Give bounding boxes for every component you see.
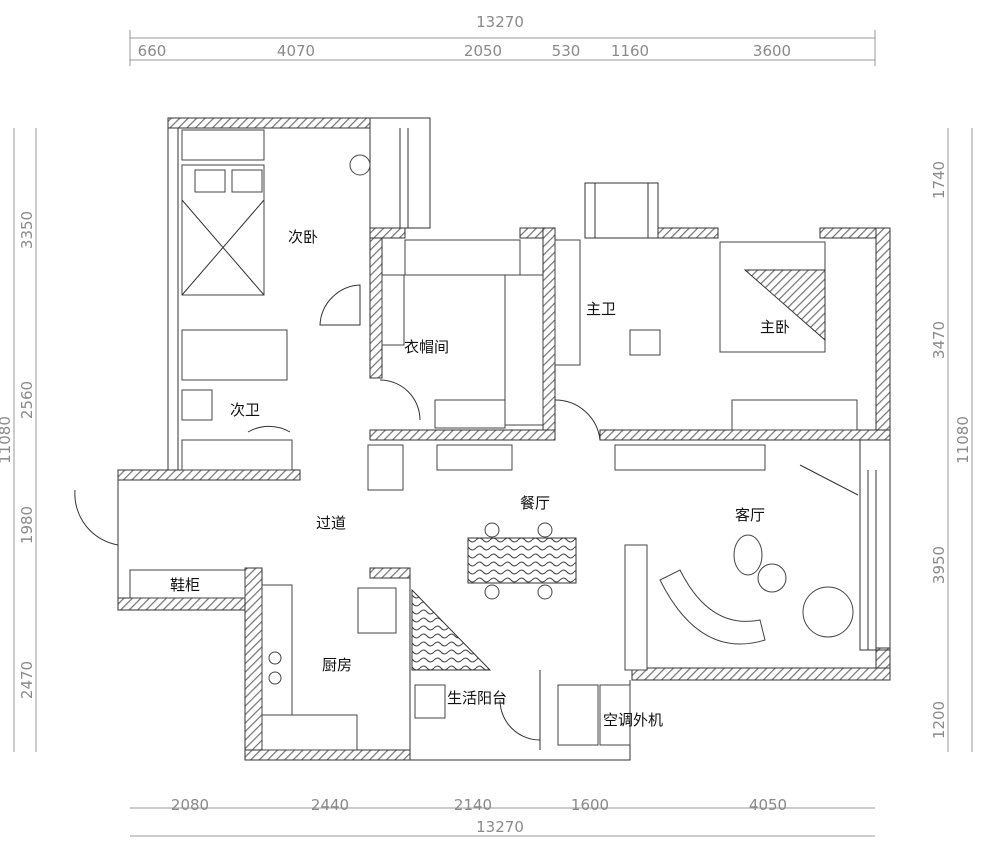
dim-bottom: 4050 xyxy=(749,796,787,814)
fridge xyxy=(357,587,397,634)
master-wardrobe xyxy=(731,399,858,431)
dim-right-total: 11080 xyxy=(954,416,972,464)
dim-left: 2470 xyxy=(18,661,36,699)
chair xyxy=(349,154,371,176)
dining-cabinet xyxy=(436,444,513,471)
room-label-second-bedroom: 次卧 xyxy=(288,228,318,246)
room-label-living: 客厅 xyxy=(735,506,765,524)
dim-bottom: 2080 xyxy=(171,796,209,814)
windows xyxy=(117,117,891,761)
room-label-master-bath: 主卫 xyxy=(586,300,616,318)
master-toilet xyxy=(629,329,661,356)
room-label-dining: 餐厅 xyxy=(520,494,550,512)
left-dimensions: 3350 2560 1980 2470 11080 xyxy=(0,211,36,699)
kitchen-counter-bottom xyxy=(261,714,358,751)
furniture xyxy=(129,129,859,751)
shoe-cabinet xyxy=(129,569,246,599)
dim-top: 1160 xyxy=(611,42,649,60)
room-label-utility-balcony: 生活阳台 xyxy=(447,689,507,707)
sideboard xyxy=(624,544,648,671)
dim-right: 1740 xyxy=(930,161,948,199)
dim-top: 3600 xyxy=(753,42,791,60)
toilet xyxy=(181,389,213,421)
closet-cabinet-top xyxy=(404,239,521,276)
dim-right: 3950 xyxy=(930,546,948,584)
room-label-master-bedroom: 主卧 xyxy=(760,318,790,336)
dim-bottom: 1600 xyxy=(571,796,609,814)
dimension-lines xyxy=(13,30,973,837)
shower xyxy=(181,329,288,381)
dim-left-total: 11080 xyxy=(0,416,14,464)
kitchen-counter-left xyxy=(261,584,293,716)
dim-top-total: 13270 xyxy=(476,13,524,31)
room-label-ac-unit: 空调外机 xyxy=(603,711,663,729)
doors xyxy=(74,284,601,741)
dim-right: 3470 xyxy=(930,321,948,359)
dim-left: 2560 xyxy=(18,381,36,419)
dim-bottom-total: 13270 xyxy=(476,818,524,836)
dim-top: 4070 xyxy=(277,42,315,60)
dim-bottom: 2140 xyxy=(454,796,492,814)
dim-bottom: 2440 xyxy=(311,796,349,814)
dim-top: 660 xyxy=(138,42,167,60)
bathtub xyxy=(181,439,293,471)
dim-top: 2050 xyxy=(464,42,502,60)
sofa xyxy=(659,569,766,645)
bottom-dimensions: 2080 2440 2140 1600 4050 13270 xyxy=(171,796,787,836)
closet-cabinet-bottom xyxy=(434,399,506,429)
right-dimensions: 1740 3470 3950 1200 11080 xyxy=(930,161,972,739)
top-dimensions: 13270 660 4070 2050 530 1160 3600 xyxy=(138,13,791,60)
vanity xyxy=(554,239,581,366)
washer xyxy=(414,684,446,719)
room-label-corridor: 过道 xyxy=(316,514,346,532)
dim-left: 3350 xyxy=(18,211,36,249)
cabinet xyxy=(367,444,404,491)
ac-unit xyxy=(557,684,599,746)
dim-left: 1980 xyxy=(18,506,36,544)
room-label-shoe-cabinet: 鞋柜 xyxy=(170,576,200,594)
dining-table xyxy=(467,537,577,584)
room-label-kitchen: 厨房 xyxy=(322,656,352,674)
tv-cabinet xyxy=(614,444,766,471)
closet-cabinet-left xyxy=(381,274,405,346)
room-label-second-bath: 次卫 xyxy=(230,401,260,419)
closet-cabinet-right xyxy=(504,274,544,426)
side-table xyxy=(733,534,763,576)
room-label-walk-in-closet: 衣帽间 xyxy=(404,338,449,356)
dim-top: 530 xyxy=(552,42,581,60)
armchair xyxy=(802,586,854,638)
wardrobe xyxy=(181,129,265,161)
dim-right: 1200 xyxy=(930,701,948,739)
room-labels: 次卧 衣帽间 主卫 主卧 次卫 过道 餐厅 客厅 鞋柜 厨房 生活阳台 空调外机 xyxy=(170,228,790,729)
